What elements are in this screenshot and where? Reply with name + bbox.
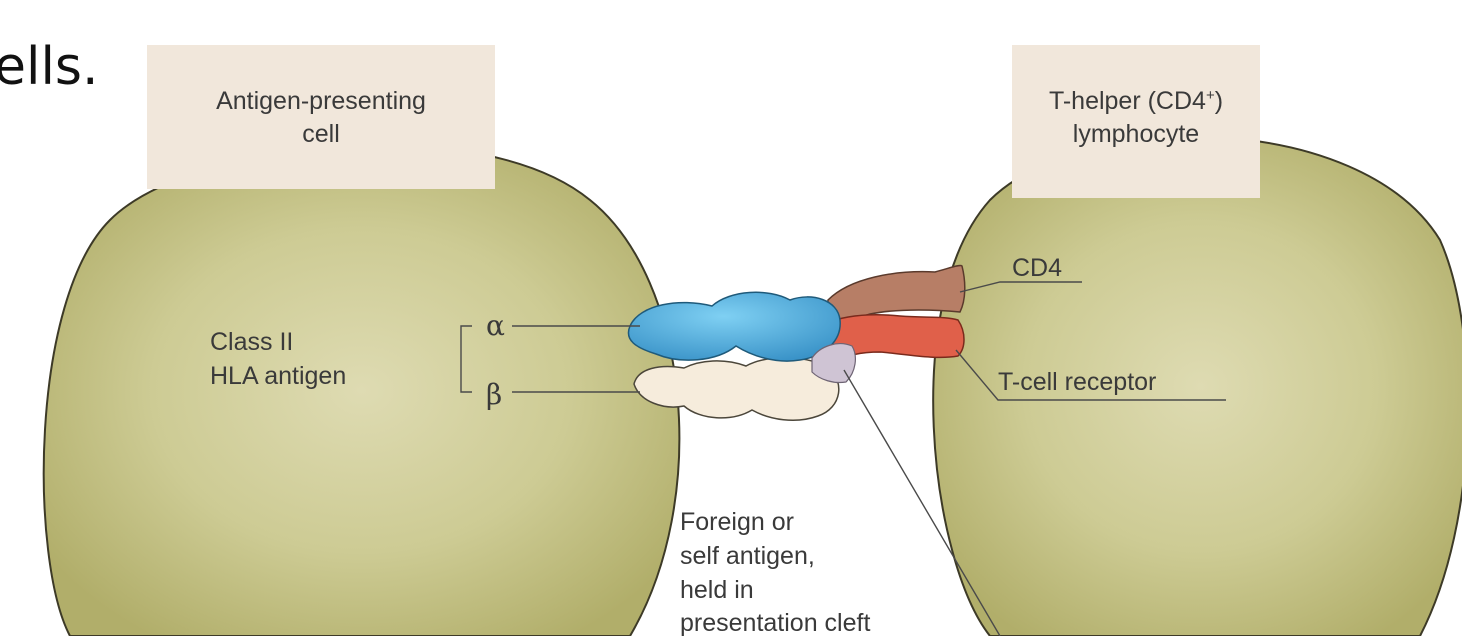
alpha-chain — [628, 292, 840, 361]
apc-label-line2: cell — [302, 120, 340, 148]
antigen-label-line3: held in — [680, 576, 754, 604]
class-ii-label-line2: HLA antigen — [210, 362, 346, 390]
apc-label-line1: Antigen-presenting — [216, 87, 426, 115]
antigen-label-line1: Foreign or — [680, 508, 794, 536]
cd4-label: CD4 — [1012, 254, 1062, 282]
th-label-line2: lymphocyte — [1073, 120, 1199, 148]
tcr-label: T-cell receptor — [998, 368, 1156, 396]
apc-label-box — [147, 45, 495, 189]
beta-label: β — [486, 378, 502, 411]
th-label-line1: T-helper (CD4+) — [1049, 87, 1223, 115]
antigen-label-line4: presentation cleft — [680, 609, 870, 636]
antigen-presenting-cell — [44, 145, 680, 636]
slide-title-fragment: ells. — [0, 37, 99, 97]
class-ii-label-line1: Class II — [210, 328, 293, 356]
antigen-label-line2: self antigen, — [680, 542, 815, 570]
alpha-label: α — [486, 309, 505, 342]
